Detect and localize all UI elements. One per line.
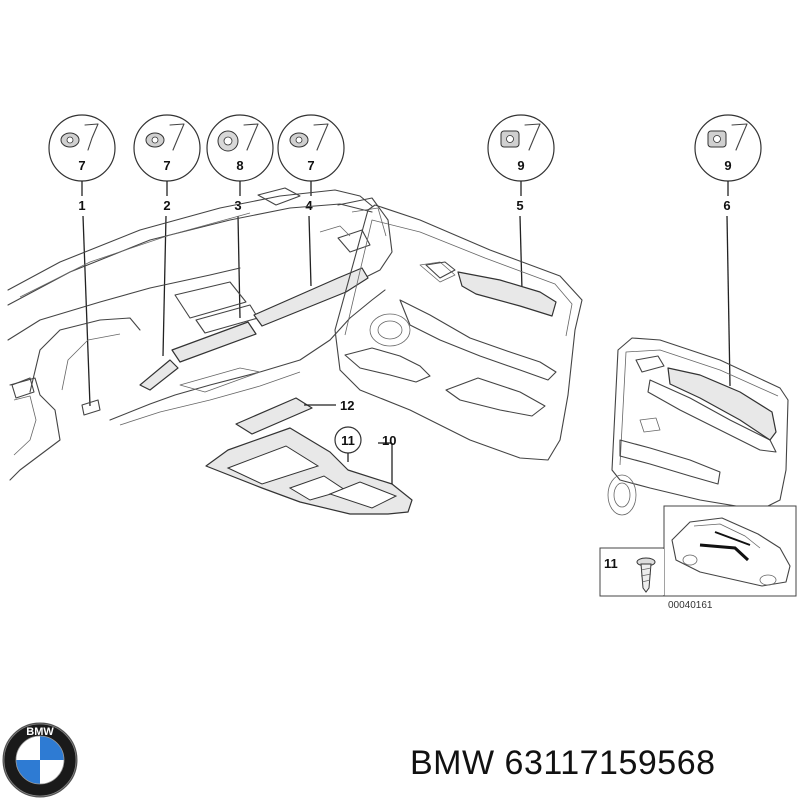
callout-2: 2 xyxy=(163,198,170,213)
trim-door-front-5 xyxy=(457,271,557,317)
callout-5: 5 xyxy=(516,198,523,213)
clip-icon xyxy=(145,123,185,151)
part-number-7: 7 xyxy=(163,158,170,173)
screw-label: 11 xyxy=(604,556,618,571)
part-bubble-4: 7 xyxy=(277,114,345,182)
part-bubble-5: 9 xyxy=(487,114,555,182)
square-clip-icon xyxy=(500,123,541,151)
leader-1 xyxy=(82,215,91,407)
callout-1: 1 xyxy=(78,198,85,213)
badge-letters: BMW xyxy=(26,726,54,738)
part-bubble-3: 8 xyxy=(206,114,274,182)
part-number-8: 8 xyxy=(236,158,243,173)
part-bubble-6: 9 xyxy=(694,114,762,182)
dashboard-illustration xyxy=(7,187,393,481)
console-panel-10 xyxy=(205,427,413,515)
car-icon xyxy=(671,517,791,587)
callout-12: 12 xyxy=(340,398,354,413)
part-bubble-11: 11 xyxy=(334,426,362,454)
trim-strip-3 xyxy=(171,321,257,363)
leader-4 xyxy=(308,215,312,287)
part-number-9: 9 xyxy=(724,158,731,173)
inset-box: 11 00040161 xyxy=(599,505,797,611)
screw-icon xyxy=(636,557,656,593)
trim-strip-2 xyxy=(139,359,179,391)
part-bubble-1: 7 xyxy=(48,114,116,182)
part-bubble-2: 7 xyxy=(133,114,201,182)
callout-4: 4 xyxy=(305,198,313,213)
reference-code: 00040161 xyxy=(668,600,713,611)
leader-3 xyxy=(237,215,241,319)
front-door-panel xyxy=(334,204,583,461)
part-number-9: 9 xyxy=(517,158,524,173)
bmw-logo: BMW xyxy=(2,722,78,798)
leader-2 xyxy=(162,215,167,357)
callout-6: 6 xyxy=(723,198,730,213)
square-clip-icon xyxy=(707,123,748,151)
round-clip-icon xyxy=(217,123,259,152)
console-trim-12 xyxy=(235,397,313,435)
clip-icon xyxy=(289,123,329,151)
clip-icon xyxy=(60,123,99,151)
trim-strip-4 xyxy=(253,267,369,327)
leader-6 xyxy=(726,215,731,387)
leader-5 xyxy=(519,215,523,291)
callout-10: 10 xyxy=(382,433,396,448)
part-number-7: 7 xyxy=(307,158,314,173)
part-number-7: 7 xyxy=(78,158,85,173)
rear-door-panel xyxy=(607,337,789,516)
callout-3: 3 xyxy=(234,198,241,213)
trim-door-rear-6 xyxy=(667,367,777,441)
callout-11: 11 xyxy=(341,433,355,448)
part-number-label: BMW 63117159568 xyxy=(410,744,716,782)
